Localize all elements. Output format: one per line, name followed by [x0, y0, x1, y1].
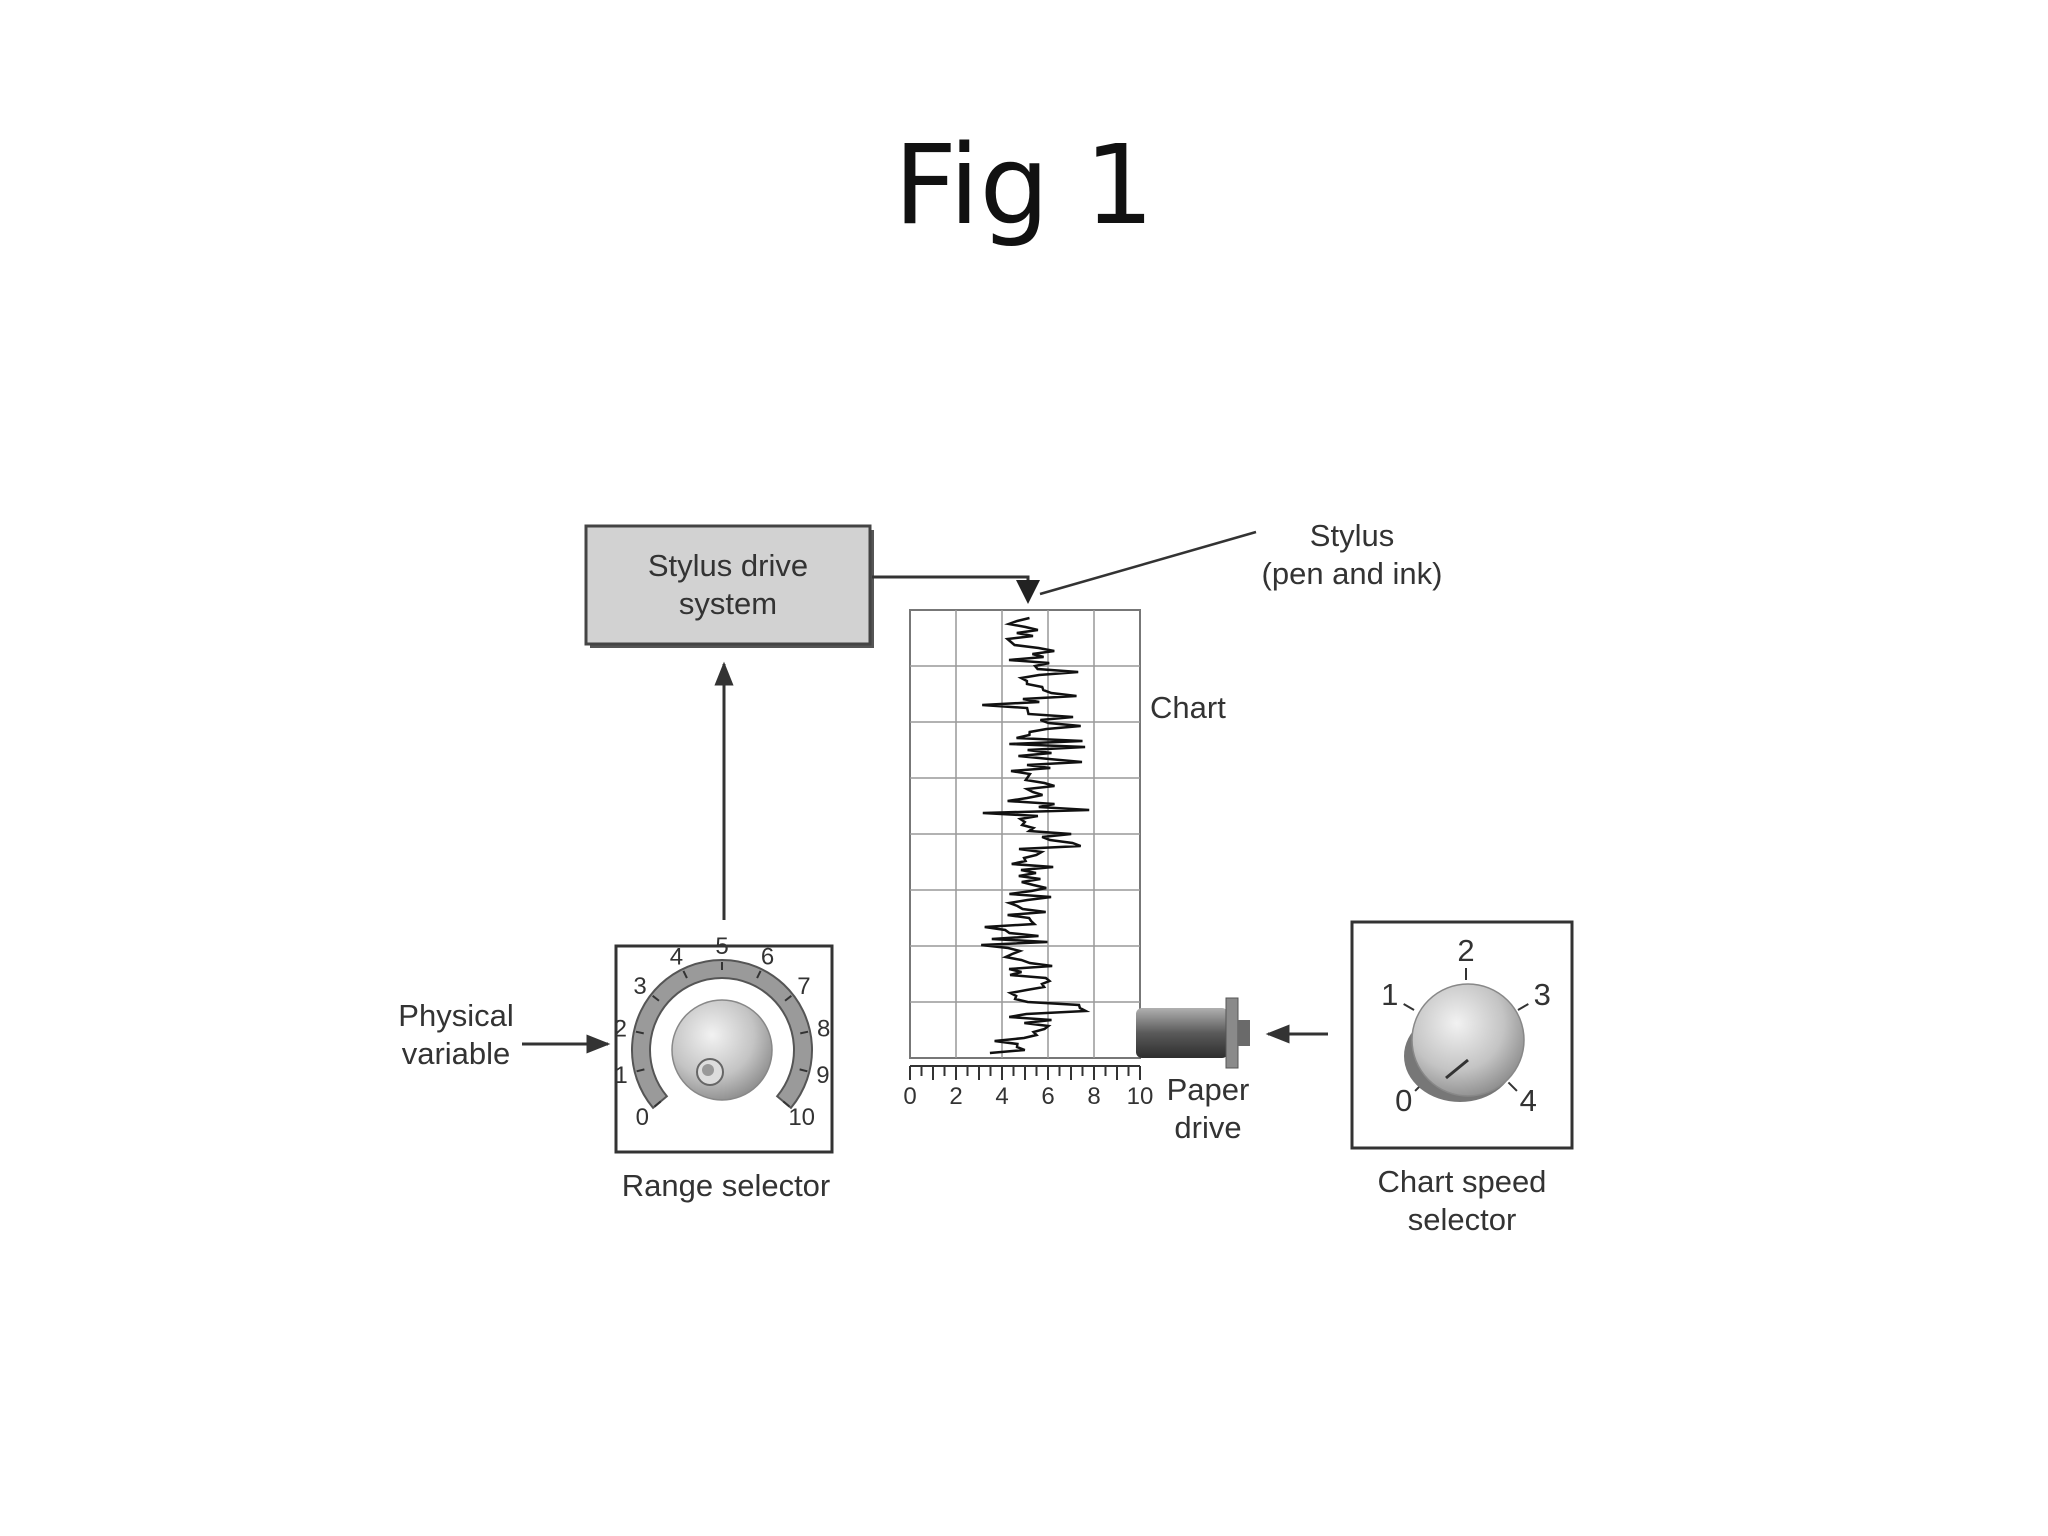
- chart-speed-label-1: Chart speed: [1378, 1164, 1547, 1199]
- paper-drive-label-2: drive: [1174, 1110, 1241, 1145]
- speed-scale-tick: [1403, 1003, 1415, 1011]
- range-scale-label: 4: [670, 944, 683, 971]
- range-scale-label: 9: [816, 1062, 829, 1089]
- range-scale-label: 1: [614, 1062, 627, 1089]
- stylus-label-2: (pen and ink): [1262, 556, 1443, 591]
- chart-label: Chart: [1150, 690, 1226, 725]
- stylus-label-1: Stylus: [1310, 518, 1394, 553]
- ink-trace: [981, 616, 1091, 1055]
- stylus-drive-box: Stylus drive system: [584, 524, 874, 648]
- range-scale: 01 234 5 678 910: [614, 933, 831, 1131]
- range-scale-tick: [636, 1068, 645, 1073]
- drive-to-stylus-line: [872, 575, 1030, 590]
- paper-drive-label-1: Paper: [1167, 1072, 1250, 1107]
- chart-axis-label: 0: [903, 1083, 916, 1110]
- chart-axis-label: 6: [1041, 1083, 1054, 1110]
- stylus-icon: [1016, 580, 1040, 604]
- speed-scale-tick: [1507, 1081, 1518, 1092]
- physical-variable-label-1: Physical: [398, 998, 513, 1033]
- speed-knob-pointer: [1445, 1058, 1469, 1080]
- range-selector: 01 234 5 678 910: [614, 933, 834, 1154]
- stylus-pointer-line: [1039, 530, 1257, 596]
- range-scale-tick: [756, 970, 762, 979]
- speed-scale-tick: [1517, 1003, 1529, 1011]
- stylus-drive-label-2: system: [679, 586, 777, 621]
- speed-scale: 0 1 2 3 4: [1381, 933, 1551, 1118]
- range-scale-arc: [631, 959, 813, 1110]
- range-knob: [671, 999, 773, 1101]
- speed-scale-label: 4: [1520, 1083, 1537, 1118]
- paper-drive-roller-icon: [1136, 997, 1250, 1069]
- speed-scale-label: 3: [1534, 977, 1551, 1012]
- range-scale-label: 10: [788, 1104, 815, 1131]
- range-scale-tick: [653, 1100, 662, 1108]
- chart-speed-label-2: selector: [1408, 1202, 1517, 1237]
- range-scale-tick: [635, 1030, 644, 1035]
- range-selector-label: Range selector: [622, 1168, 831, 1203]
- range-scale-label: 0: [636, 1104, 649, 1131]
- ink-trace-line: [981, 616, 1091, 1055]
- range-scale-tick: [682, 970, 688, 979]
- speed-scale-label: 2: [1457, 933, 1474, 968]
- figure-title: Fig 1: [893, 121, 1155, 249]
- range-scale-label: 7: [797, 973, 810, 1000]
- speed-knob: [1411, 983, 1525, 1097]
- range-scale-label: 8: [817, 1015, 830, 1042]
- range-scale-tick: [782, 1100, 791, 1108]
- physical-variable-label-2: variable: [402, 1036, 511, 1071]
- speed-scale-label: 1: [1381, 977, 1398, 1012]
- range-scale-tick: [784, 995, 792, 1002]
- range-scale-tick: [652, 995, 660, 1002]
- range-scale-label: 6: [761, 944, 774, 971]
- range-scale-tick: [800, 1030, 809, 1035]
- range-scale-label: 2: [614, 1015, 627, 1042]
- range-scale-label: 3: [633, 973, 646, 1000]
- chart-axis-label: 10: [1127, 1083, 1154, 1110]
- range-scale-label: 5: [715, 933, 728, 960]
- stylus-drive-label-1: Stylus drive: [648, 548, 808, 583]
- chart-axis-label: 8: [1087, 1083, 1100, 1110]
- chart-axis: 0 2 4 6 8 10: [903, 1065, 1154, 1110]
- chart-speed-selector: 0 1 2 3 4: [1350, 920, 1574, 1150]
- chart-paper: [909, 609, 1141, 1059]
- range-scale-tick: [799, 1068, 808, 1073]
- speed-scale-label: 0: [1395, 1083, 1412, 1118]
- chart-axis-label: 2: [949, 1083, 962, 1110]
- chart-axis-label: 4: [995, 1083, 1008, 1110]
